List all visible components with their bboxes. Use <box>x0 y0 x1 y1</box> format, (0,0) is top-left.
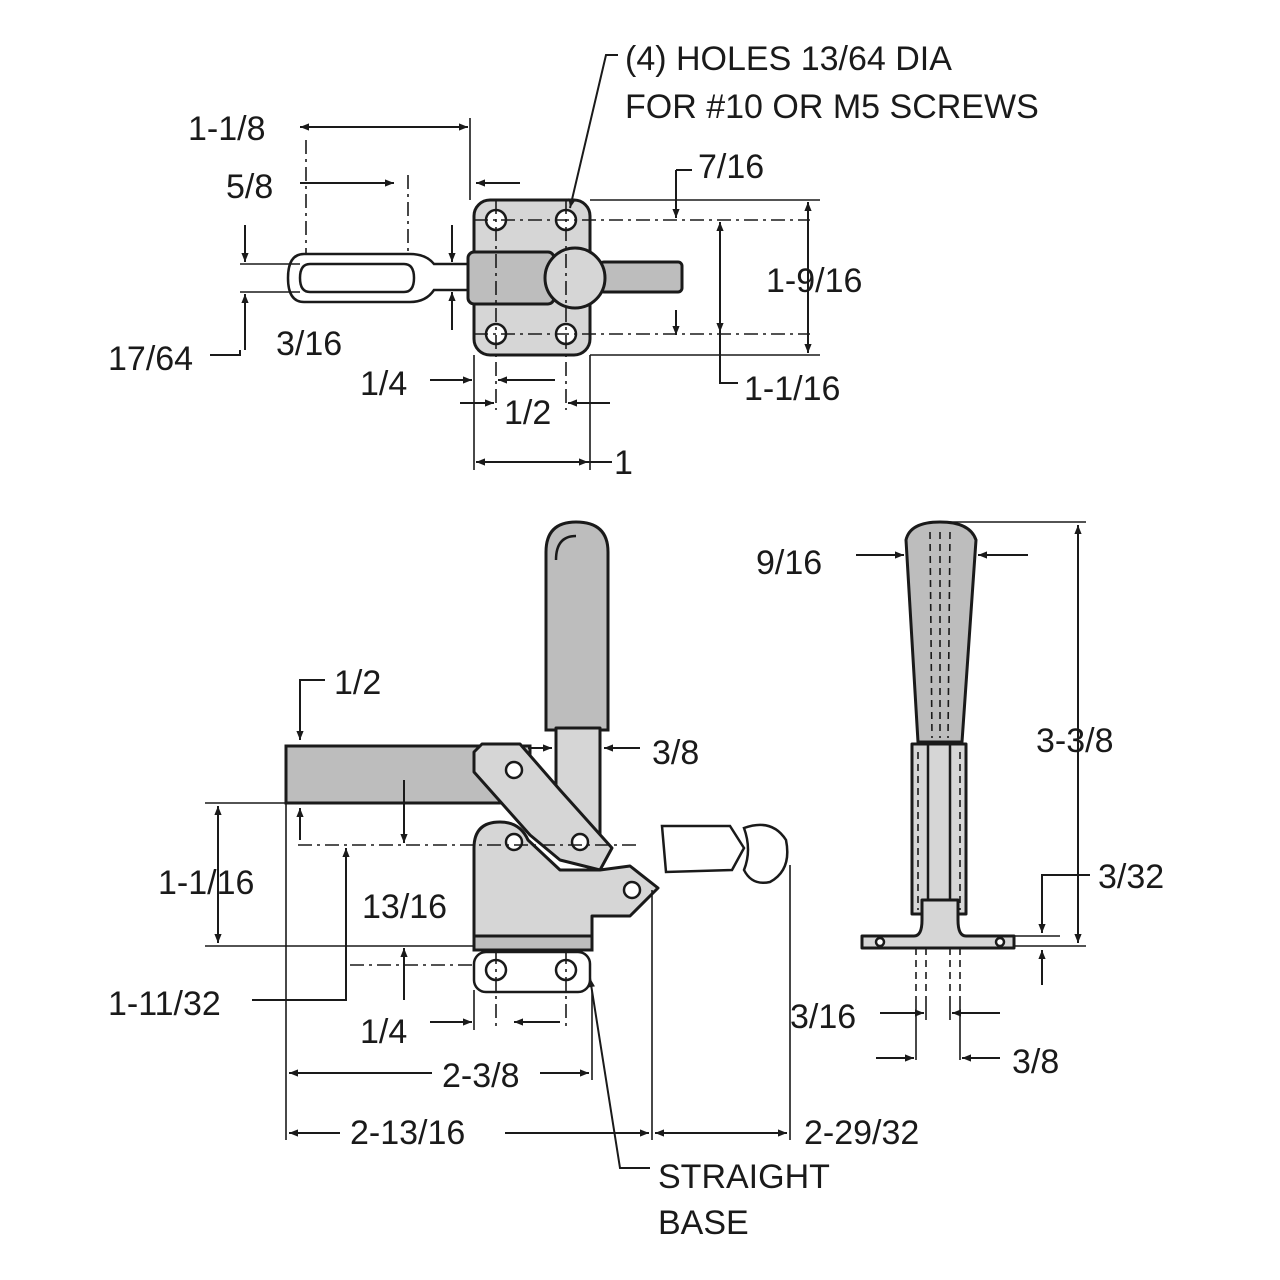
top-spindle-tip <box>598 260 684 294</box>
top-leader-holes <box>568 54 618 209</box>
dim-label-base-width: 1-9/16 <box>766 262 862 300</box>
dim-label-handle-offset: 5/8 <box>226 168 273 206</box>
side-handle-grip-edge <box>554 534 577 561</box>
end-flange-hole-2 <box>994 936 1006 948</box>
top-pivot-knob <box>543 246 607 310</box>
dim-label-handle-width: 3/8 <box>652 734 699 772</box>
end-grip-line-1 <box>929 531 933 739</box>
dim-label-overall-height: 3-3/8 <box>1036 722 1114 760</box>
dim-label-hole-spacing-y: 1-1/16 <box>744 370 840 408</box>
dim-label-slot-width: 3/16 <box>790 998 856 1036</box>
end-handle-grip <box>904 520 978 744</box>
dim-label-handle-gap: 3/16 <box>276 325 342 363</box>
side-base-lower <box>472 950 592 994</box>
dim-label-grip-width: 9/16 <box>756 544 822 582</box>
top-view: (4) HOLES 13/64 DIA FOR #10 OR M5 SCREWS… <box>108 40 1039 482</box>
dim-label-pivot-height: 13/16 <box>362 888 447 926</box>
dim-label-hole-spacing-x: 1/2 <box>504 394 551 432</box>
side-dim-1-2 <box>296 679 325 740</box>
dim-label-bar-thickness: 1/2 <box>334 664 381 702</box>
top-leader-17-64 <box>210 350 241 356</box>
end-dim-3-32-a <box>1038 874 1090 933</box>
dim-label-pivot-offset: 7/16 <box>698 148 764 186</box>
side-pivot-2 <box>504 832 524 852</box>
dim-label-base-thickness: 3/32 <box>1098 858 1164 896</box>
side-spindle-tip-open <box>742 823 789 884</box>
side-base-body <box>472 820 660 948</box>
side-leader-straight-base <box>587 977 650 1169</box>
side-pivot-1 <box>504 760 524 780</box>
side-dim-1-11-32 <box>252 848 350 1001</box>
side-view: 1/2 3/8 1-1/16 13/16 1-11/32 1/4 2-3/8 2… <box>108 520 919 1242</box>
side-base-foot <box>472 934 594 952</box>
dim-label-arm-height: 1-1/16 <box>158 864 254 902</box>
side-spindle-open <box>660 824 746 874</box>
side-handle-grip <box>544 520 610 732</box>
top-linkage <box>466 250 556 306</box>
callout-straight: STRAIGHT <box>658 1158 830 1196</box>
holes-note-line2: FOR #10 OR M5 SCREWS <box>625 88 1039 126</box>
dim-label-handle-length: 1-1/8 <box>188 110 266 148</box>
side-pivot-4 <box>622 880 642 900</box>
top-handle-loop <box>286 252 472 304</box>
dim-label-base-length: 1 <box>614 444 633 482</box>
dim-label-open-reach: 2-29/32 <box>804 1114 919 1152</box>
top-handle-inner <box>298 262 416 294</box>
dim-label-base-height: 1-11/32 <box>108 985 221 1023</box>
dim-label-base-to-bar: 2-3/8 <box>442 1057 520 1095</box>
end-grip-line-3 <box>947 531 951 739</box>
dim-label-edge-to-hole: 1/4 <box>360 365 407 403</box>
callout-base: BASE <box>658 1204 749 1242</box>
dim-label-hole-edge: 1/4 <box>360 1013 407 1051</box>
end-body <box>910 742 968 916</box>
dim-label-handle-thickness: 17/64 <box>108 340 193 378</box>
top-leader-1-1-16 <box>719 332 738 384</box>
end-view: 9/16 3-3/8 3/32 3/16 3/8 <box>756 520 1164 1081</box>
holes-note-line1: (4) HOLES 13/64 DIA <box>625 40 952 78</box>
dim-label-bar-length: 2-13/16 <box>350 1114 465 1152</box>
dim-label-slot-spacing: 3/8 <box>1012 1043 1059 1081</box>
end-base-flange <box>860 898 1016 950</box>
side-pivot-3 <box>570 832 590 852</box>
end-flange-hole-1 <box>874 936 886 948</box>
